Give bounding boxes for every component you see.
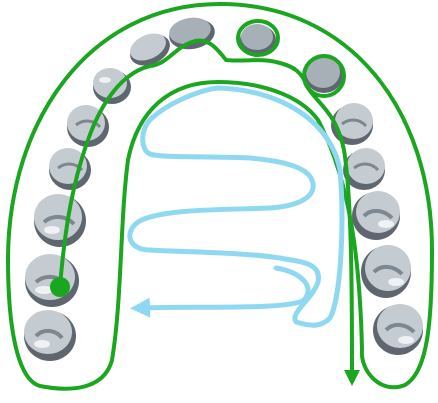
start-marker-icon — [50, 277, 70, 297]
blue-serpentine-path — [130, 88, 342, 325]
tooth-left-1 — [167, 15, 218, 53]
tooth-right-5 — [352, 191, 400, 240]
tooth-left-6 — [34, 194, 86, 247]
tooth-left-3 — [93, 68, 131, 104]
tooth-left-7 — [25, 254, 79, 307]
tooth-right-7 — [373, 304, 423, 355]
tooth-left-8 — [24, 310, 76, 361]
tooth-right-6 — [361, 245, 411, 298]
